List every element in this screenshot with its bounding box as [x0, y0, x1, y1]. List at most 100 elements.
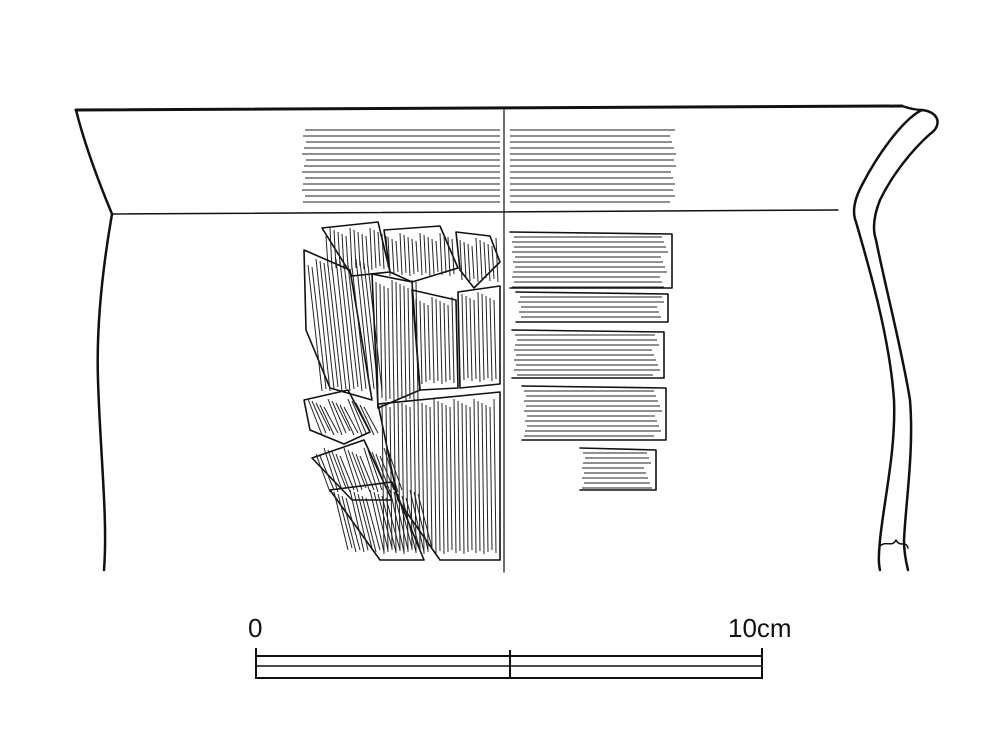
hatch-line: [375, 281, 379, 401]
hatch-line: [369, 227, 373, 271]
hatch-line: [421, 402, 425, 555]
hatch-line: [489, 297, 493, 382]
hatch-line: [369, 489, 385, 553]
hatch-line: [343, 262, 359, 388]
hatch-line: [463, 241, 467, 279]
hatch-line: [477, 291, 481, 383]
hatch-line: [419, 232, 423, 276]
hatch-line: [323, 406, 339, 434]
hatch-line: [425, 404, 429, 553]
hatch-line: [311, 266, 327, 390]
hatch-line: [437, 400, 441, 552]
hatch-line: [383, 285, 387, 402]
decoration-outline: [457, 285, 501, 389]
hatch-line: [413, 398, 417, 554]
hatch-line: [353, 491, 369, 551]
hatch-line: [441, 402, 445, 555]
section-inner: [852, 108, 924, 572]
hatch-line: [357, 493, 373, 549]
hatch-line: [345, 235, 349, 268]
hatch-line: [381, 402, 385, 555]
hatch-line: [443, 234, 447, 274]
hatch-line: [473, 299, 477, 380]
hatch-line: [341, 495, 357, 553]
hatch-line: [449, 406, 453, 551]
hatch-line: [337, 231, 341, 267]
hatch-line: [461, 293, 465, 381]
decoration-outline: [511, 329, 665, 379]
hatch-line: [393, 491, 409, 551]
hatch-line: [481, 293, 485, 381]
hatch-line: [315, 453, 331, 493]
hatch-line: [351, 400, 367, 434]
hatch-line: [423, 234, 427, 274]
hatch-line: [481, 402, 485, 555]
scale-label-start: 0: [248, 613, 262, 643]
hatch-line: [475, 237, 479, 283]
rim-line: [74, 104, 904, 112]
decoration-outline: [329, 481, 425, 561]
hatch-line: [389, 489, 405, 553]
hatch-line: [395, 240, 399, 273]
hatch-line: [435, 240, 439, 273]
decoration-outline: [515, 291, 669, 323]
hatch-line: [373, 229, 377, 269]
hatch-line: [493, 299, 497, 380]
vessel-section: [852, 104, 939, 572]
hatch-line: [493, 398, 497, 554]
hatch-line: [391, 279, 395, 403]
hatch-line: [405, 497, 421, 551]
hatch-line: [365, 235, 369, 268]
hatch-line: [347, 449, 363, 491]
hatch-line: [479, 239, 483, 281]
hatch-line: [339, 455, 355, 491]
hatch-line: [323, 447, 339, 493]
hatch-line: [415, 240, 419, 273]
hatch-line: [453, 398, 457, 554]
hatch-line: [431, 238, 435, 275]
decoration-outline: [303, 249, 373, 401]
hatch-line: [343, 406, 359, 434]
hatch-line: [405, 404, 409, 553]
hatch-line: [397, 493, 413, 549]
hatch-line: [435, 298, 439, 382]
hatch-line: [327, 449, 343, 491]
hatch-line: [465, 404, 469, 553]
hatch-line: [417, 493, 433, 549]
hatch-line: [465, 295, 469, 379]
hatch-line: [495, 237, 499, 283]
hatch-line: [395, 281, 399, 401]
hatch-line: [387, 287, 391, 400]
hatch-line: [335, 258, 351, 392]
hatch-line: [331, 451, 347, 489]
hatch-line: [315, 402, 331, 432]
hatch-line: [431, 296, 435, 384]
hatch-line: [483, 241, 487, 279]
hatch-line: [385, 497, 401, 551]
hatch-line: [485, 404, 489, 553]
decoration-outline: [579, 447, 657, 491]
hatch-line: [447, 304, 451, 381]
hatch-line: [371, 451, 387, 489]
hatch-line: [403, 285, 407, 402]
hatch-line: [327, 264, 343, 392]
hatch-line: [407, 236, 411, 277]
hatch-line: [319, 404, 335, 436]
hatch-line: [447, 236, 451, 277]
hatch-line: [477, 400, 481, 552]
hatch-line: [419, 300, 423, 385]
hatch-line: [469, 297, 473, 382]
neck-line: [111, 209, 839, 215]
hatch-line: [359, 260, 375, 390]
hatch-line: [445, 404, 449, 553]
hatch-line: [325, 235, 329, 268]
hatch-line: [311, 400, 327, 434]
hatch-line: [381, 233, 385, 270]
hatch-line: [429, 406, 433, 551]
hatch-line: [489, 406, 493, 551]
hatch-line: [457, 400, 461, 552]
hatch-line: [353, 229, 357, 269]
hatch-line: [331, 266, 347, 390]
hatch-line: [339, 260, 355, 390]
hatch-line: [487, 243, 491, 282]
